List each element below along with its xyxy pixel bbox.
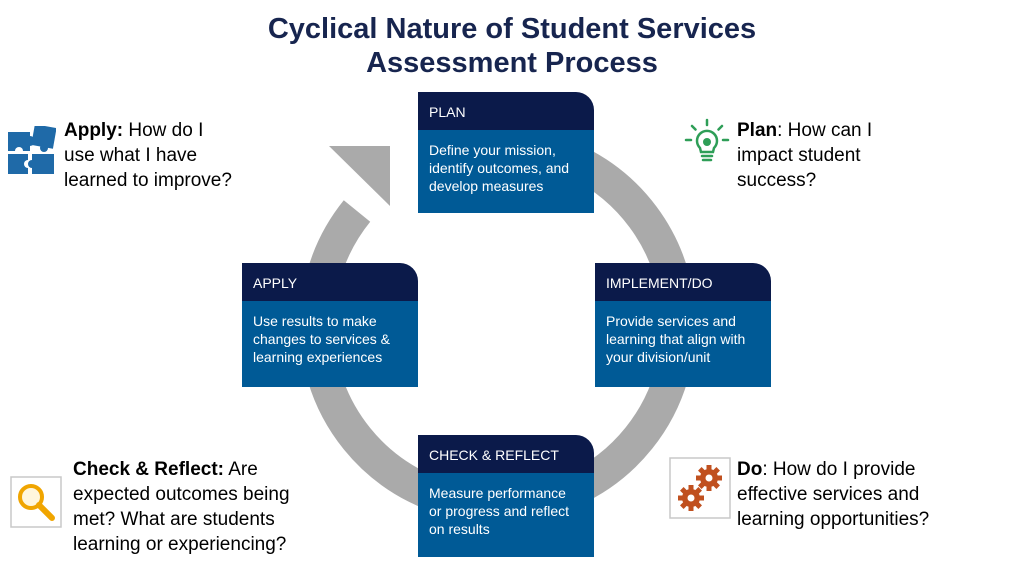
lightbulb-icon	[684, 118, 730, 162]
implement-box-body: Provide services and learning that align…	[595, 301, 771, 387]
check-note-text: expected outcomes being	[73, 484, 290, 505]
do-note-text: effective services and	[737, 484, 920, 505]
do-note-text: : How do I provide	[762, 459, 916, 480]
implement-box: IMPLEMENT/DO Provide services and learni…	[595, 263, 771, 387]
apply-box-line: Use results to make	[253, 313, 377, 329]
apply-note-heading: Apply:	[64, 120, 124, 141]
plan-box-line: identify outcomes, and	[429, 160, 570, 176]
check-box-body: Measure performance or progress and refl…	[418, 473, 594, 557]
cycle-arrowhead	[329, 146, 390, 206]
check-box: CHECK & REFLECT Measure performance or p…	[418, 435, 594, 557]
check-note-text: Are	[224, 459, 258, 480]
check-box-line: on results	[429, 521, 490, 537]
puzzle-icon	[8, 126, 56, 174]
plan-note-text: : How can I	[777, 120, 873, 141]
check-note: Check & Reflect: Are expected outcomes b…	[73, 457, 290, 557]
plan-box-body: Define your mission, identify outcomes, …	[418, 130, 594, 213]
check-box-line: or progress and reflect	[429, 503, 570, 519]
plan-note: Plan: How can I impact student success?	[737, 118, 872, 193]
title-line-1: Cyclical Nature of Student Services	[267, 13, 757, 45]
apply-note: Apply: How do I use what I have learned …	[64, 118, 232, 193]
apply-note-text: learned to improve?	[64, 170, 232, 191]
apply-box: APPLY Use results to make changes to ser…	[242, 263, 418, 387]
gears-icon	[669, 457, 731, 519]
do-note-heading: Do	[737, 459, 763, 480]
check-note-text: met? What are students	[73, 509, 275, 530]
implement-box-header: IMPLEMENT/DO	[595, 263, 771, 301]
implement-box-line: Provide services and	[606, 313, 736, 329]
check-note-heading: Check & Reflect:	[73, 459, 224, 480]
plan-note-text: impact student	[737, 145, 861, 166]
implement-box-line: your division/unit	[606, 349, 711, 365]
check-box-header: CHECK & REFLECT	[418, 435, 594, 473]
plan-note-text: success?	[737, 170, 817, 191]
plan-box-line: Define your mission,	[429, 142, 556, 158]
plan-note-heading: Plan	[737, 120, 778, 141]
implement-box-line: learning that align with	[606, 331, 746, 347]
title-line-2: Assessment Process	[366, 47, 658, 79]
apply-box-line: changes to services &	[253, 331, 390, 347]
diagram-title: Cyclical Nature of Student Services Asse…	[0, 12, 1024, 80]
check-box-line: Measure performance	[429, 485, 566, 501]
do-note: Do: How do I provide effective services …	[737, 457, 929, 532]
plan-box-line: develop measures	[429, 178, 544, 194]
magnifier-icon	[10, 476, 62, 528]
apply-box-header: APPLY	[242, 263, 418, 301]
apply-note-text: use what I have	[64, 145, 198, 166]
do-note-text: learning opportunities?	[737, 509, 930, 530]
apply-note-text: How do I	[123, 120, 204, 141]
plan-box: PLAN Define your mission, identify outco…	[418, 92, 594, 213]
apply-box-body: Use results to make changes to services …	[242, 301, 418, 387]
plan-box-header: PLAN	[418, 92, 594, 130]
check-note-text: learning or experiencing?	[73, 534, 287, 555]
apply-box-line: learning experiences	[253, 349, 383, 365]
